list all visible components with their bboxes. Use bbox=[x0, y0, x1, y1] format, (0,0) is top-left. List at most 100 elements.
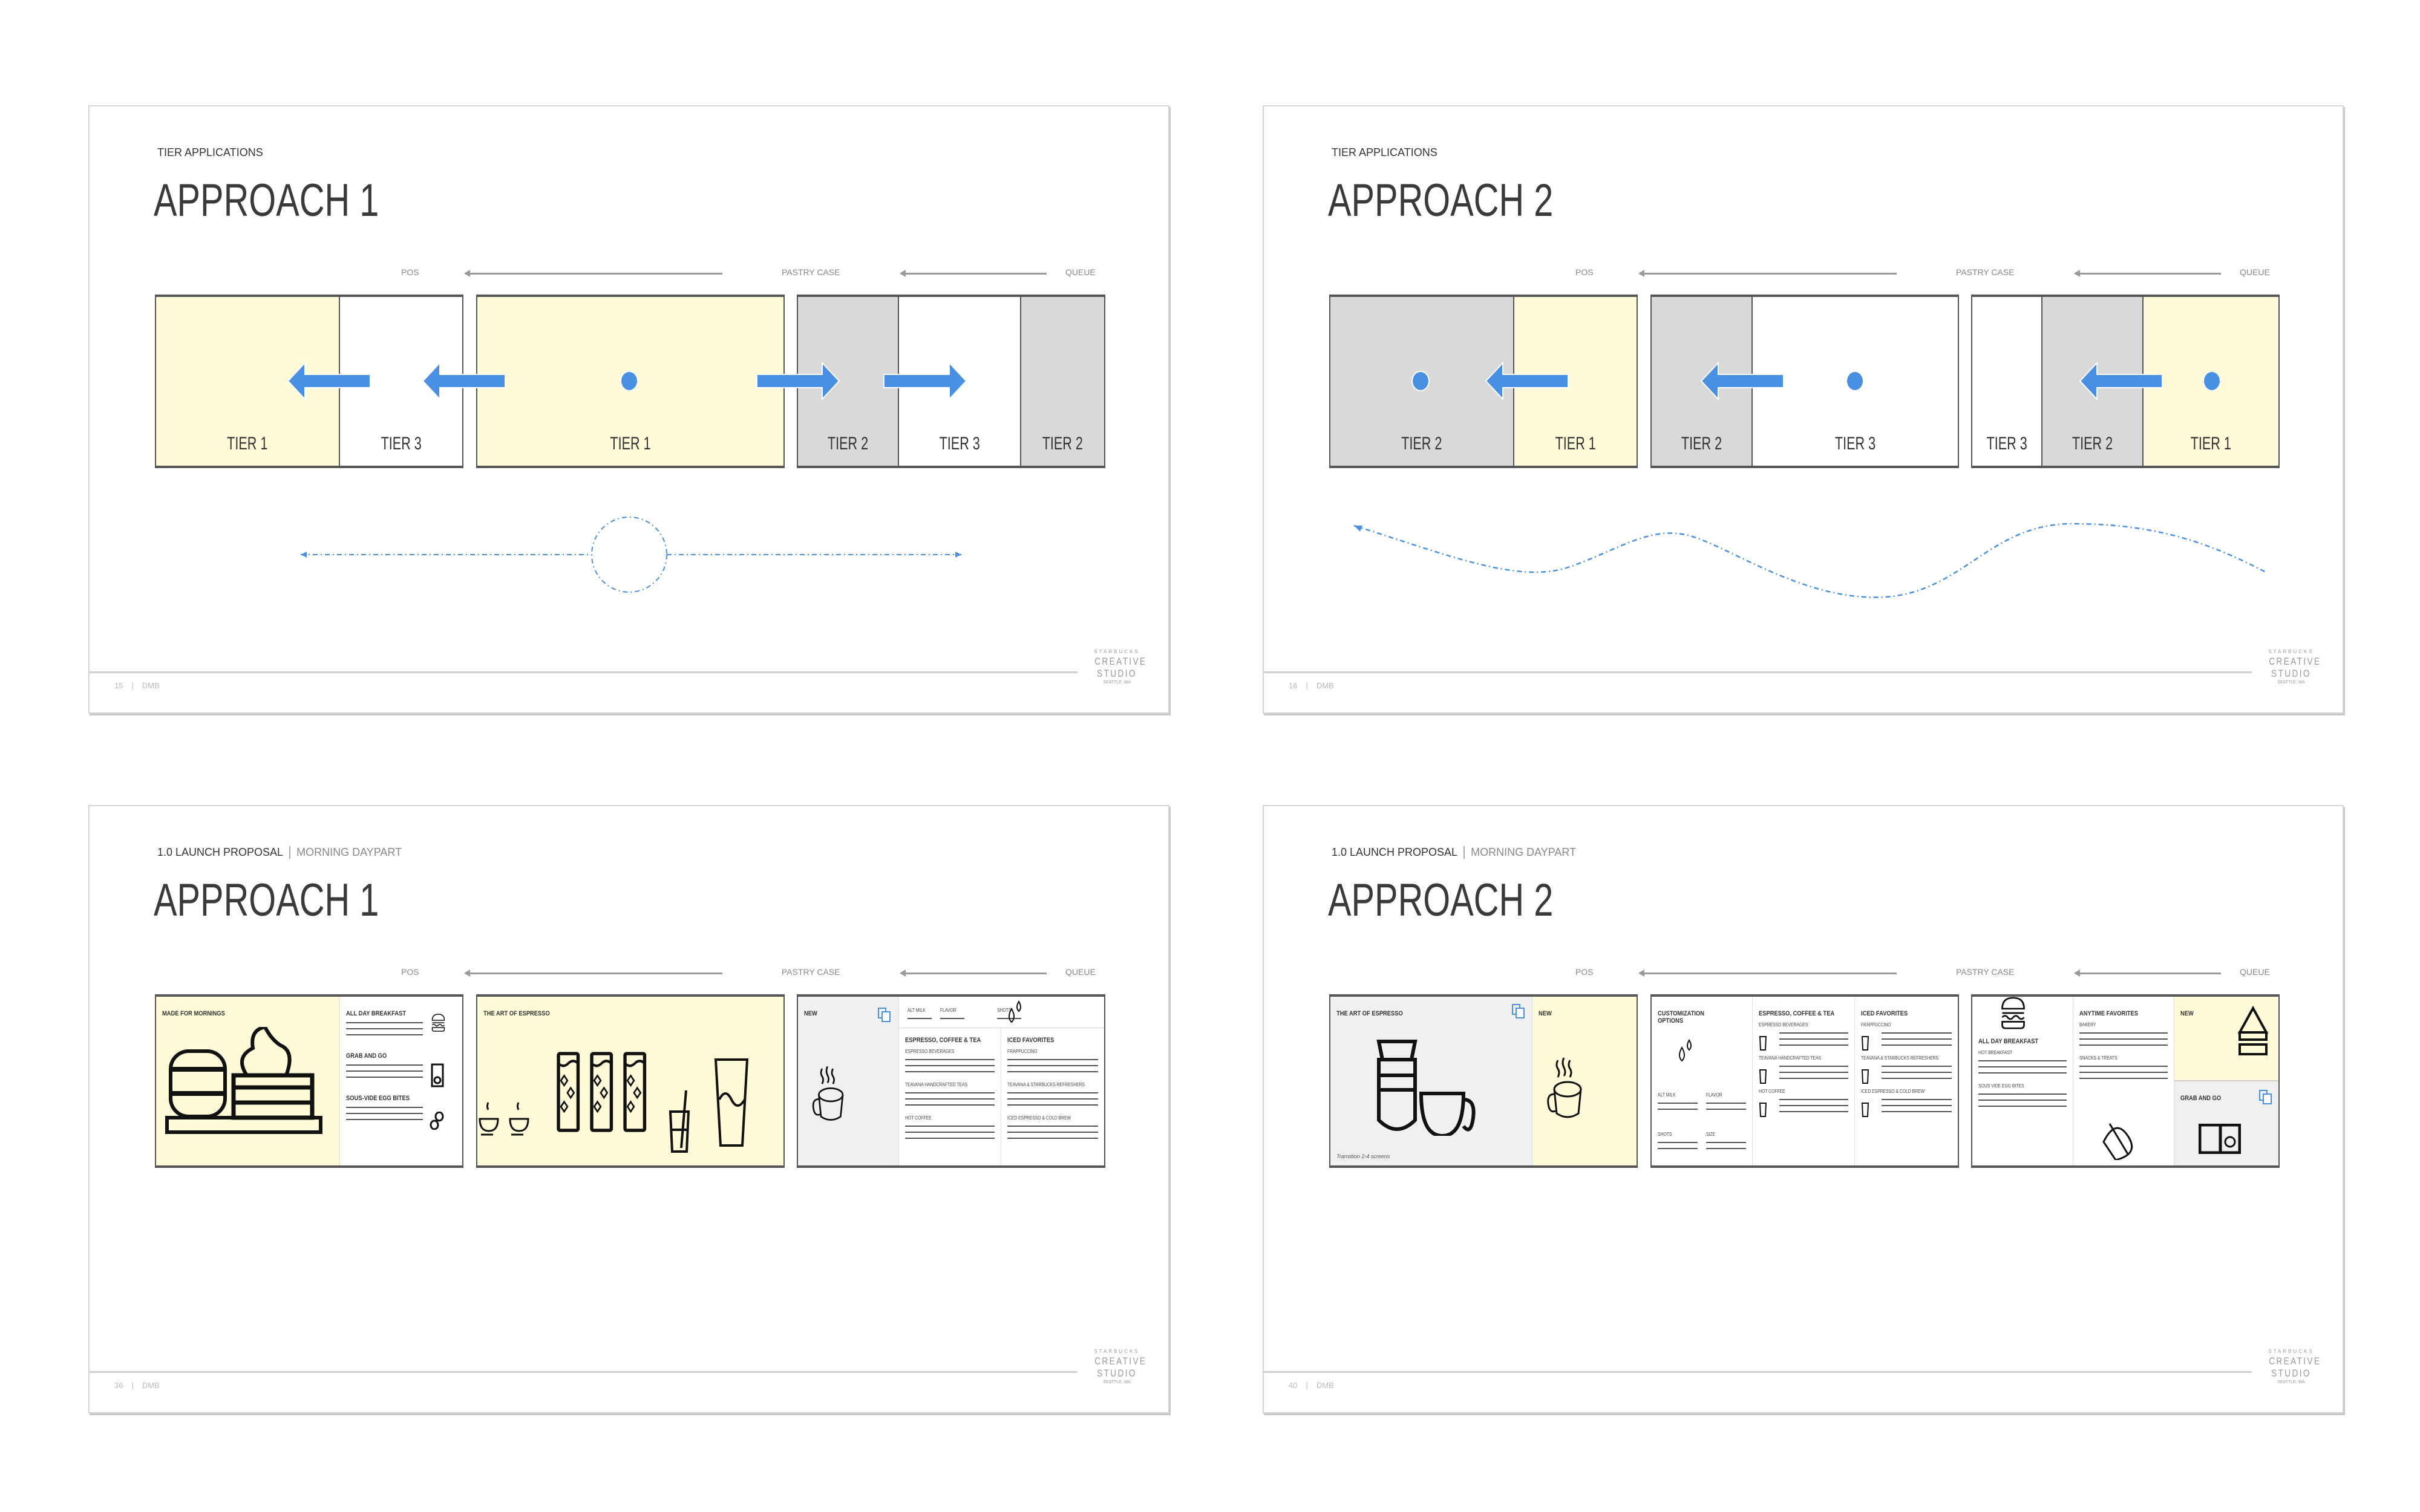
menu-category-title: ICED FAVORITES bbox=[1861, 1010, 1908, 1017]
iced-drink-icon bbox=[557, 1052, 580, 1132]
text-placeholder-line bbox=[1779, 1072, 1849, 1073]
section-label: TIER APPLICATIONS bbox=[1332, 146, 1437, 158]
flow-arrow bbox=[464, 270, 722, 277]
text-placeholder-line bbox=[904, 1098, 995, 1100]
page-number: 40 bbox=[1289, 1381, 1298, 1390]
text-placeholder-line bbox=[1705, 1148, 1746, 1149]
slide-1[interactable]: TIER APPLICATIONS APPROACH 1 POS PASTRY … bbox=[88, 105, 1169, 714]
screen-panel: TIER 1 TIER 3 bbox=[155, 295, 463, 468]
drink-icon bbox=[1759, 1069, 1767, 1084]
text-placeholder-line bbox=[2079, 1078, 2168, 1079]
grab-and-go-icon bbox=[431, 1063, 444, 1087]
text-placeholder-line bbox=[904, 1104, 995, 1106]
text-placeholder-line bbox=[1705, 1109, 1746, 1110]
text-placeholder-line bbox=[1658, 1148, 1698, 1149]
screen-panel-pastry: THE ART OF ESPRESSO bbox=[476, 994, 785, 1168]
espresso-cup-icon bbox=[479, 1102, 499, 1136]
espresso-cup-icon bbox=[509, 1102, 529, 1136]
section-label: TIER APPLICATIONS bbox=[157, 146, 263, 158]
menu-category-title: ANYTIME FAVORITES bbox=[2079, 1010, 2138, 1017]
menu-subcategory: TEAVANA HANDCRAFTED TEAS bbox=[1758, 1055, 1822, 1061]
customization-option: ALT MILK bbox=[907, 1008, 926, 1013]
slide-footer: 40|DMB bbox=[1289, 1381, 1334, 1390]
tier-segment: TIER 2 bbox=[1652, 297, 1753, 466]
hero-title: THE ART OF ESPRESSO bbox=[1336, 1010, 1403, 1017]
text-placeholder-line bbox=[1882, 1099, 1952, 1100]
text-placeholder-line bbox=[1779, 1038, 1849, 1040]
tall-cup-icon bbox=[714, 1058, 749, 1147]
drink-icon bbox=[1759, 1036, 1767, 1051]
tier-label: TIER 3 bbox=[1986, 434, 2027, 454]
tier-label: TIER 2 bbox=[827, 434, 869, 454]
flow-label-queue: QUEUE bbox=[1065, 267, 1096, 277]
menu-subcategory: ICED ESPRESSO & COLD BREW bbox=[1007, 1115, 1071, 1121]
tier-segment: TIER 1 bbox=[477, 297, 783, 466]
text-placeholder-line bbox=[1007, 1092, 1098, 1093]
flow-label-pastry-case: PASTRY CASE bbox=[782, 267, 840, 277]
text-placeholder-line bbox=[1779, 1032, 1849, 1034]
flow-arrow bbox=[1638, 270, 1897, 277]
flow-arrow bbox=[464, 969, 722, 977]
page-number: 16 bbox=[1289, 681, 1298, 690]
hero-title: THE ART OF ESPRESSO bbox=[483, 1010, 550, 1017]
text-placeholder-line bbox=[1779, 1105, 1849, 1106]
flow-label-pos: POS bbox=[401, 967, 419, 977]
menu-column: ANYTIME FAVORITES BAKERY SNACKS & TREATS bbox=[2073, 997, 2174, 1165]
footer-separator: | bbox=[131, 1381, 134, 1390]
logo-text: CREATIVE bbox=[1094, 1355, 1147, 1367]
tier-segment: TIER 2 bbox=[1021, 297, 1104, 466]
document-code: DMB bbox=[142, 1381, 160, 1390]
tier-label: TIER 3 bbox=[381, 434, 422, 454]
flow-label-pos: POS bbox=[401, 267, 419, 277]
footer-separator: | bbox=[1306, 681, 1308, 690]
tier-segment: TIER 2 bbox=[1330, 297, 1514, 466]
flow-label-queue: QUEUE bbox=[1065, 967, 1096, 977]
text-placeholder-line bbox=[904, 1065, 995, 1066]
text-placeholder-line bbox=[1882, 1066, 1952, 1067]
menu-subcategory: ESPRESSO BEVERAGES bbox=[904, 1049, 955, 1054]
slide-2[interactable]: TIER APPLICATIONS APPROACH 2 POS PASTRY … bbox=[1263, 105, 2344, 714]
flow-label-queue: QUEUE bbox=[2240, 267, 2270, 277]
text-placeholder-line bbox=[1978, 1106, 2067, 1107]
customization-option: FLAVOR bbox=[1705, 1092, 1722, 1098]
tier-segment: TIER 1 bbox=[156, 297, 340, 466]
text-placeholder-line bbox=[904, 1092, 995, 1093]
menu-subcategory: BAKERY bbox=[2079, 1022, 2096, 1028]
focal-circle bbox=[591, 516, 667, 593]
tier-label: TIER 2 bbox=[2072, 434, 2113, 454]
text-placeholder-line bbox=[1882, 1072, 1952, 1073]
logo-text: STUDIO bbox=[2271, 668, 2311, 679]
text-placeholder-line bbox=[345, 1107, 424, 1108]
logo-text: SEATTLE, WA bbox=[1103, 1380, 1131, 1384]
grab-and-go-zone: GRAB AND GO bbox=[2174, 1081, 2278, 1165]
section-label: 1.0 LAUNCH PROPOSAL bbox=[1332, 846, 1458, 858]
tier-segment: TIER 3 bbox=[1972, 297, 2043, 466]
text-placeholder-line bbox=[1007, 1126, 1098, 1127]
logo-text: SEATTLE, WA bbox=[2277, 1380, 2305, 1384]
flow-arrow bbox=[900, 969, 1047, 977]
text-placeholder-line bbox=[1007, 1132, 1098, 1133]
slide-title: APPROACH 2 bbox=[1328, 175, 1554, 226]
menu-subcategory: SNACKS & TREATS bbox=[2079, 1055, 2118, 1061]
text-placeholder-line bbox=[345, 1070, 424, 1072]
tier-segment: TIER 1 bbox=[1514, 297, 1637, 466]
text-placeholder-line bbox=[1705, 1142, 1746, 1143]
text-placeholder-line bbox=[1882, 1078, 1952, 1079]
new-zone: NEW bbox=[798, 997, 899, 1165]
document-code: DMB bbox=[1316, 1381, 1334, 1390]
hero-zone: MADE FOR MORNINGS bbox=[156, 997, 340, 1165]
slide-title: APPROACH 1 bbox=[154, 175, 379, 226]
tier-label: TIER 3 bbox=[1834, 434, 1876, 454]
flow-label-pos: POS bbox=[1575, 267, 1594, 277]
